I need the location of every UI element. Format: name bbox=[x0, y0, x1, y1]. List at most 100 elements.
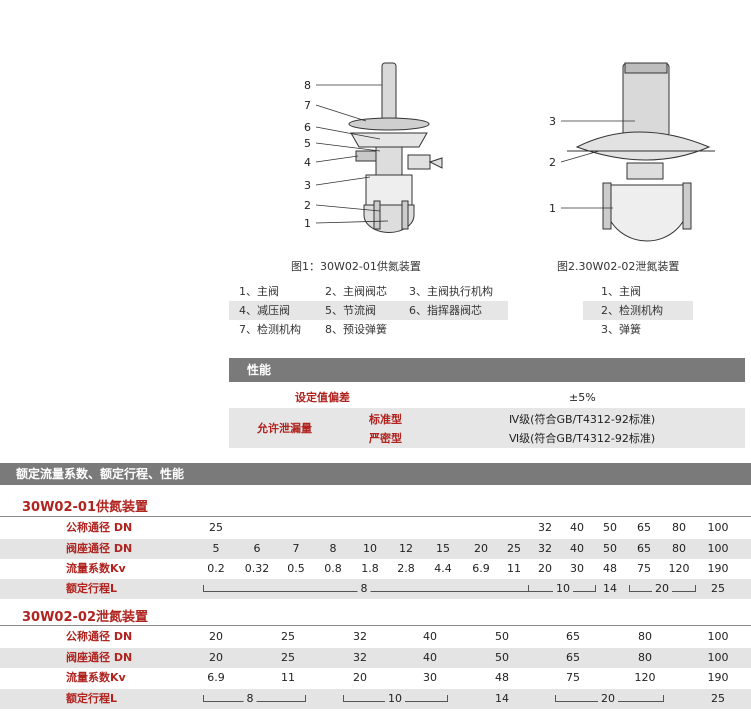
part-5: 5、节流阀 bbox=[325, 304, 376, 317]
callout-3: 3 bbox=[549, 115, 556, 128]
cell-value: 8 bbox=[357, 579, 371, 599]
cell-value: 7 bbox=[292, 542, 300, 555]
cell-value: 0.5 bbox=[287, 562, 305, 575]
cell-value: 1.8 bbox=[361, 562, 379, 575]
cell-value: 80 bbox=[672, 542, 686, 555]
cell-value: 20 bbox=[598, 689, 618, 709]
callout-6: 6 bbox=[304, 121, 311, 134]
setting-deviation-row: 设定值偏差 ±5% bbox=[229, 388, 745, 408]
row-label: 公称通径 DN bbox=[66, 630, 133, 643]
parts-row: 1、主阀 2、主阀阀芯 3、主阀执行机构 bbox=[229, 282, 508, 301]
cell-value: 40 bbox=[570, 542, 584, 555]
cell-value: 20 bbox=[209, 630, 223, 643]
leakage-label: 允许泄漏量 bbox=[257, 422, 312, 435]
cell-value: 65 bbox=[637, 521, 651, 534]
cell-value: 100 bbox=[707, 521, 729, 534]
cell-value: 40 bbox=[423, 651, 437, 664]
figure1-caption: 图1：30W02-01供氮装置 bbox=[291, 260, 421, 273]
cell-value: 80 bbox=[638, 630, 652, 643]
range-tick bbox=[555, 695, 556, 702]
part-7: 7、检测机构 bbox=[239, 323, 301, 336]
cell-value: 6.9 bbox=[472, 562, 490, 575]
part-4: 4、减压阀 bbox=[239, 304, 290, 317]
cell-value: 30 bbox=[570, 562, 584, 575]
cell-value: 80 bbox=[672, 521, 686, 534]
row-label: 流量系数Kv bbox=[66, 562, 126, 575]
cell-value: 40 bbox=[570, 521, 584, 534]
row-label: 阀座通径 DN bbox=[66, 542, 133, 555]
cell-value: 80 bbox=[638, 651, 652, 664]
cell-value: 2.8 bbox=[397, 562, 415, 575]
cell-value: 32 bbox=[538, 521, 552, 534]
cell-value: 30 bbox=[423, 671, 437, 684]
cell-value: 65 bbox=[566, 630, 580, 643]
cell-value: 0.8 bbox=[324, 562, 342, 575]
part-2: 2、检测机构 bbox=[601, 304, 663, 317]
callout-4: 4 bbox=[304, 156, 311, 169]
setting-deviation-value: ±5% bbox=[569, 391, 596, 404]
cell-value: 5 bbox=[212, 542, 220, 555]
range-tick bbox=[203, 585, 204, 592]
cell-value: 48 bbox=[603, 562, 617, 575]
table1-title: 30W02-01供氮装置 bbox=[22, 500, 149, 515]
cell-value: 8 bbox=[243, 689, 257, 709]
callout-3: 3 bbox=[304, 179, 311, 192]
figure2-caption: 图2.30W02-02泄氮装置 bbox=[557, 260, 680, 273]
cell-value: 50 bbox=[603, 542, 617, 555]
cell-value: 15 bbox=[436, 542, 450, 555]
cell-value: 4.4 bbox=[434, 562, 452, 575]
row-label: 阀座通径 DN bbox=[66, 651, 133, 664]
parts-row: 2、检测机构 bbox=[583, 301, 693, 320]
cell-value: 48 bbox=[495, 671, 509, 684]
row-label: 流量系数Kv bbox=[66, 671, 126, 684]
cell-value: 0.32 bbox=[244, 562, 270, 575]
cell-value: 6.9 bbox=[207, 671, 225, 684]
part-1: 1、主阀 bbox=[601, 285, 641, 298]
range-tick bbox=[528, 585, 529, 592]
cell-value: 25 bbox=[209, 521, 223, 534]
parts-row: 4、减压阀 5、节流阀 6、指挥器阀芯 bbox=[229, 301, 508, 320]
parts-row: 3、弹簧 bbox=[583, 320, 693, 339]
row-label: 公称通径 DN bbox=[66, 521, 133, 534]
cell-value: 25 bbox=[708, 579, 728, 599]
cell-value: 32 bbox=[353, 651, 367, 664]
callout-7: 7 bbox=[304, 99, 311, 112]
parts-list-fig1: 1、主阀 2、主阀阀芯 3、主阀执行机构 4、减压阀 5、节流阀 6、指挥器阀芯… bbox=[229, 282, 508, 339]
range-tick bbox=[629, 585, 630, 592]
cell-value: 50 bbox=[495, 630, 509, 643]
part-6: 6、指挥器阀芯 bbox=[409, 304, 482, 317]
callout-1: 1 bbox=[549, 202, 556, 215]
cell-value: 20 bbox=[474, 542, 488, 555]
cell-value: 190 bbox=[707, 562, 729, 575]
cell-value: 50 bbox=[495, 651, 509, 664]
range-tick bbox=[343, 695, 344, 702]
tight-label: 严密型 bbox=[369, 432, 402, 445]
cell-value: 11 bbox=[281, 671, 295, 684]
table1-top-rule bbox=[0, 516, 751, 517]
standard-value: Ⅳ级(符合GB/T4312-92标准) bbox=[509, 413, 656, 426]
standard-label: 标准型 bbox=[369, 413, 402, 426]
row-label: 额定行程L bbox=[66, 692, 118, 705]
cell-value: 25 bbox=[281, 651, 295, 664]
cell-value: 100 bbox=[707, 542, 729, 555]
part-1: 1、主阀 bbox=[239, 285, 279, 298]
cell-value: 120 bbox=[634, 671, 656, 684]
cell-value: 14 bbox=[492, 689, 512, 709]
callout-2: 2 bbox=[549, 156, 556, 169]
discharge-device-drawing: 3 2 1 bbox=[549, 62, 715, 242]
cell-value: 25 bbox=[281, 630, 295, 643]
part-3: 3、弹簧 bbox=[601, 323, 641, 336]
cell-value: 0.2 bbox=[207, 562, 225, 575]
cell-value: 100 bbox=[707, 630, 729, 643]
supply-device-drawing: 8 7 6 5 4 3 2 1 bbox=[304, 62, 443, 233]
range-tick bbox=[447, 695, 448, 702]
table2-top-rule bbox=[0, 625, 751, 626]
cell-value: 32 bbox=[353, 630, 367, 643]
cell-value: 100 bbox=[707, 651, 729, 664]
